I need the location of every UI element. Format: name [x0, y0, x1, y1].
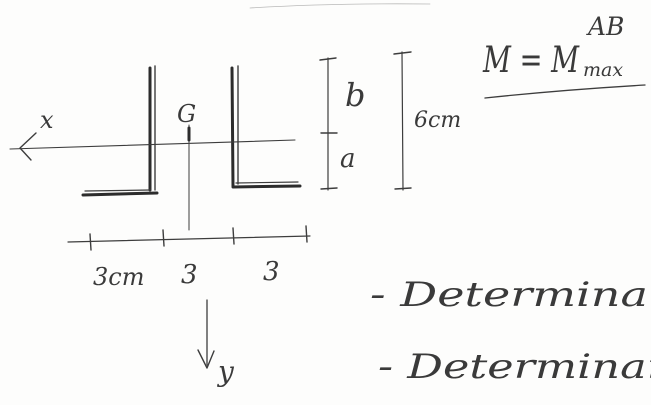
left-angle-profile [81, 65, 159, 197]
height-dimension-ab [319, 57, 338, 191]
dimension-a-label: a [340, 144, 356, 174]
height-dimension-total [393, 51, 412, 191]
width-right-label: 3 [263, 257, 280, 287]
formula-subscript: max [583, 59, 623, 81]
formula-superscript: AB [586, 12, 624, 41]
formula-main: M = M [482, 40, 580, 81]
width-dimension [67, 225, 311, 251]
y-axis [188, 124, 215, 369]
right-angle-profile [230, 65, 302, 189]
paper-edge-line [249, 3, 431, 9]
moment-formula: M = M AB max [482, 12, 624, 81]
x-axis [9, 132, 296, 161]
y-axis-label: y [216, 355, 235, 388]
dimension-b-label: b [345, 76, 365, 114]
task-line-2: - Determinar [378, 347, 651, 387]
width-middle-label: 3 [181, 260, 198, 290]
dimension-total-label: 6cm [414, 108, 461, 133]
x-axis-label: x [40, 106, 54, 134]
centroid-label: G [177, 100, 196, 128]
task-line-1: - Determinar [370, 275, 651, 315]
width-left-label: 3cm [93, 263, 144, 291]
formula-underline [484, 84, 646, 99]
